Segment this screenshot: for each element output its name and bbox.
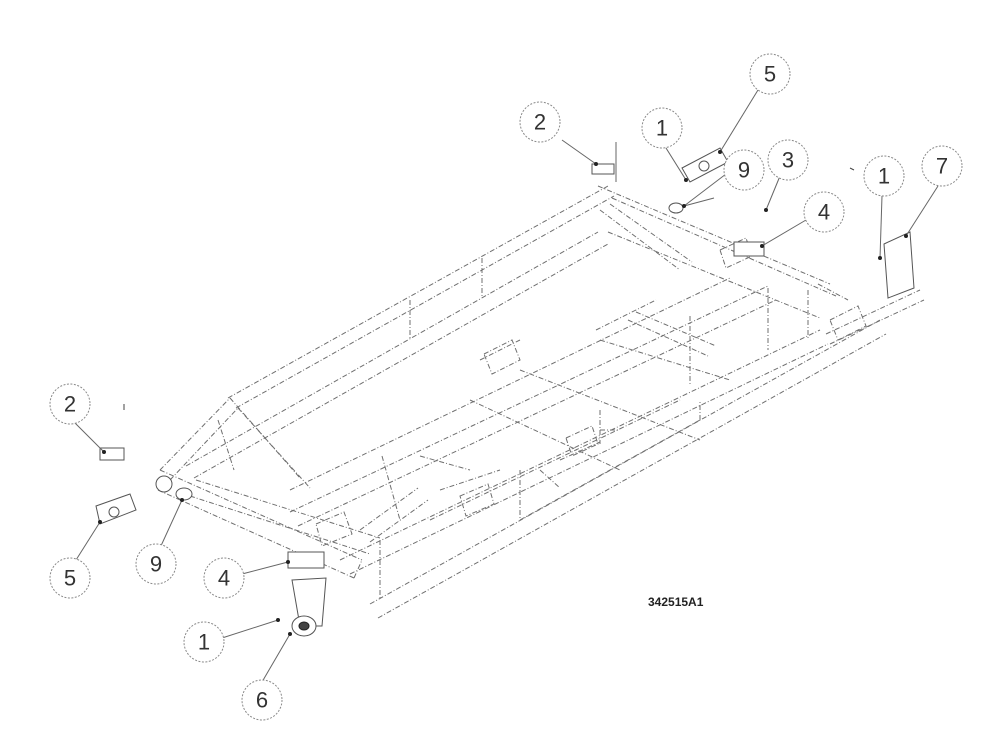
bushing-part-9-top: [668, 197, 715, 214]
callout-1-right-label: 1: [878, 164, 890, 189]
stray-mark: [849, 167, 855, 171]
jack-mount-part-6-bottom: [291, 577, 327, 637]
callout-4-bottom-label: 4: [218, 566, 230, 591]
bushing-part-9-left: [155, 475, 193, 501]
hinge-part-7-right: [883, 231, 915, 299]
pin-part-2-left: [99, 447, 125, 461]
bracket-part-4-bottom: [287, 551, 325, 569]
callout-4-bottom: 4: [203, 557, 245, 599]
drawing-number: 342515A1: [648, 595, 704, 609]
callout-7-right: 7: [921, 145, 963, 187]
callout-9-top-label: 9: [738, 158, 750, 183]
callout-9-top: 9: [723, 149, 765, 191]
callout-6-bottom-label: 6: [256, 688, 268, 713]
clevis-part-5-left: [95, 493, 137, 525]
bracket-part-4-right: [733, 241, 765, 257]
frame-assembly: [157, 185, 925, 619]
callout-1-right: 1: [863, 155, 905, 197]
callout-5-top: 5: [749, 53, 791, 95]
callout-2-top: 2: [519, 101, 561, 143]
callout-1-bottom: 1: [183, 621, 225, 663]
callout-6-bottom: 6: [241, 679, 283, 721]
callout-5-top-label: 5: [764, 62, 776, 87]
callout-2-top-label: 2: [534, 110, 546, 135]
leader-lines: [73, 89, 939, 683]
callout-1-bottom-label: 1: [198, 630, 210, 655]
pin-part-2-top: [591, 142, 617, 182]
callout-4-right-label: 4: [818, 200, 830, 225]
callout-2-left: 2: [49, 383, 91, 425]
callout-1-top: 1: [641, 107, 683, 149]
callout-5-left-label: 5: [64, 566, 76, 591]
callout-2-left-label: 2: [64, 392, 76, 417]
callout-9-left: 9: [135, 543, 177, 585]
callout-9-left-label: 9: [150, 552, 162, 577]
callout-3-top: 3: [767, 139, 809, 181]
callout-5-left: 5: [49, 557, 91, 599]
callout-7-right-label: 7: [936, 154, 948, 179]
callout-3-top-label: 3: [782, 148, 794, 173]
callout-1-top-label: 1: [656, 116, 668, 141]
callout-4-right: 4: [803, 191, 845, 233]
